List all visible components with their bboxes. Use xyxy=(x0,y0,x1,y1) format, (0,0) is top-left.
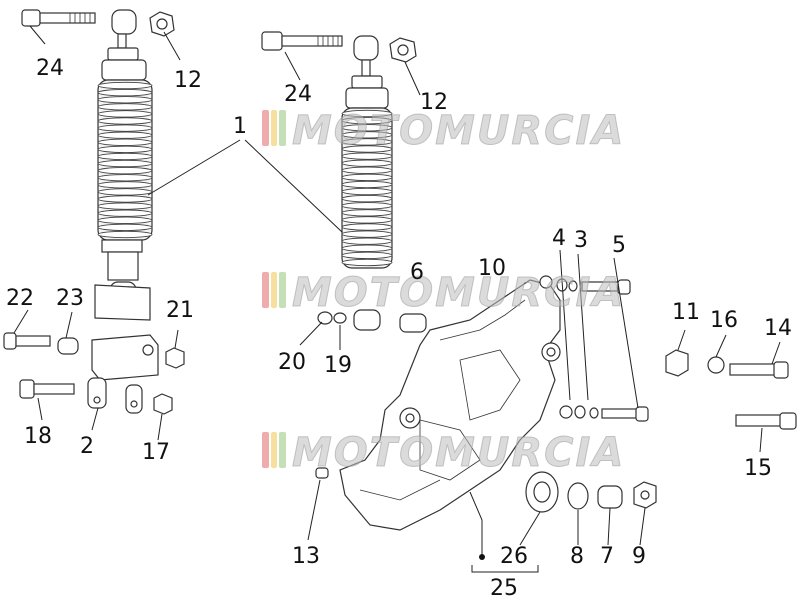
label-4: 4 xyxy=(552,226,566,251)
label-20: 20 xyxy=(278,350,306,375)
spring-coil xyxy=(341,138,393,146)
spring-coil xyxy=(97,152,153,161)
spring-coil xyxy=(97,96,153,104)
label-24: 24 xyxy=(284,82,312,107)
label-5: 5 xyxy=(612,233,626,258)
watermark-text: MOTOMURCIA xyxy=(291,430,626,477)
spring-coil xyxy=(97,223,153,232)
spring-coil xyxy=(97,181,153,189)
label-8: 8 xyxy=(570,544,584,569)
swing-arm xyxy=(315,275,573,531)
label-18: 18 xyxy=(24,424,52,449)
leader-lines xyxy=(13,25,781,573)
spring-coil xyxy=(97,230,153,239)
label-26: 26 xyxy=(500,544,528,569)
label-24: 24 xyxy=(36,56,64,81)
label-7: 7 xyxy=(600,544,614,569)
spring-coil xyxy=(341,223,393,231)
label-12: 12 xyxy=(420,90,448,115)
spring-coil xyxy=(97,216,153,224)
spring-coil xyxy=(341,230,393,238)
spring-coil xyxy=(97,159,153,168)
spring-coil xyxy=(341,124,393,132)
spring-coil xyxy=(341,131,393,139)
label-25: 25 xyxy=(490,576,518,601)
right-shock-absorber xyxy=(261,31,417,269)
label-16: 16 xyxy=(710,308,738,333)
spring-coil xyxy=(97,188,153,196)
spring-coil xyxy=(341,251,393,260)
watermark-flag-icon xyxy=(262,110,288,146)
spring-coil xyxy=(97,81,153,90)
spring-coil xyxy=(341,244,393,252)
spring-coil xyxy=(97,145,153,154)
label-14: 14 xyxy=(764,316,792,341)
label-23: 23 xyxy=(56,286,84,311)
label-21: 21 xyxy=(166,298,194,323)
label-10: 10 xyxy=(478,256,506,281)
label-2: 2 xyxy=(80,434,94,459)
spring-coil xyxy=(341,116,393,125)
label-11: 11 xyxy=(672,300,700,325)
spring-coil xyxy=(341,180,393,189)
spring-coil xyxy=(97,117,153,125)
far-right-hardware xyxy=(665,349,797,430)
label-1: 1 xyxy=(233,114,247,139)
spring-coil xyxy=(97,103,153,111)
spring-coil xyxy=(341,152,393,160)
label-3: 3 xyxy=(574,228,588,253)
spring-coil xyxy=(341,237,393,245)
label-17: 17 xyxy=(142,440,170,465)
spring-coil xyxy=(97,131,153,139)
spring-coil xyxy=(97,174,153,182)
left-bracket xyxy=(3,284,185,415)
label-22: 22 xyxy=(6,286,34,311)
left-shock-absorber xyxy=(21,9,175,307)
spring-coil xyxy=(341,145,393,153)
spring-coil xyxy=(97,166,153,175)
spring-coil xyxy=(97,124,153,132)
spring-coil xyxy=(341,173,393,182)
spring-coil xyxy=(97,209,153,217)
watermark-text: MOTOMURCIA xyxy=(291,108,626,155)
spring-coil xyxy=(341,109,393,118)
watermark-flag-icon xyxy=(262,272,288,308)
center-bushings xyxy=(317,309,427,333)
spring-coil xyxy=(341,202,393,210)
spring-coil xyxy=(341,187,393,196)
spring-coil xyxy=(97,88,153,97)
spring-coil xyxy=(97,138,153,146)
spring-coil xyxy=(97,110,153,118)
label-9: 9 xyxy=(632,544,646,569)
upper-mount-hardware xyxy=(556,249,649,422)
watermark-flag-icon xyxy=(262,432,288,468)
spring-coil xyxy=(341,166,393,174)
spring-coil xyxy=(341,159,393,167)
spring-coil xyxy=(97,195,153,203)
lower-bearing-stack xyxy=(525,471,657,513)
label-6: 6 xyxy=(410,260,424,285)
spring-coil xyxy=(341,194,393,203)
label-12: 12 xyxy=(174,68,202,93)
spring-coil xyxy=(97,202,153,210)
spring-coil xyxy=(341,216,393,224)
label-15: 15 xyxy=(744,456,772,481)
spring-coil xyxy=(341,209,393,217)
label-19: 19 xyxy=(324,353,352,378)
spring-coil xyxy=(341,258,393,267)
watermark-text: MOTOMURCIA xyxy=(291,270,626,317)
label-13: 13 xyxy=(292,544,320,569)
